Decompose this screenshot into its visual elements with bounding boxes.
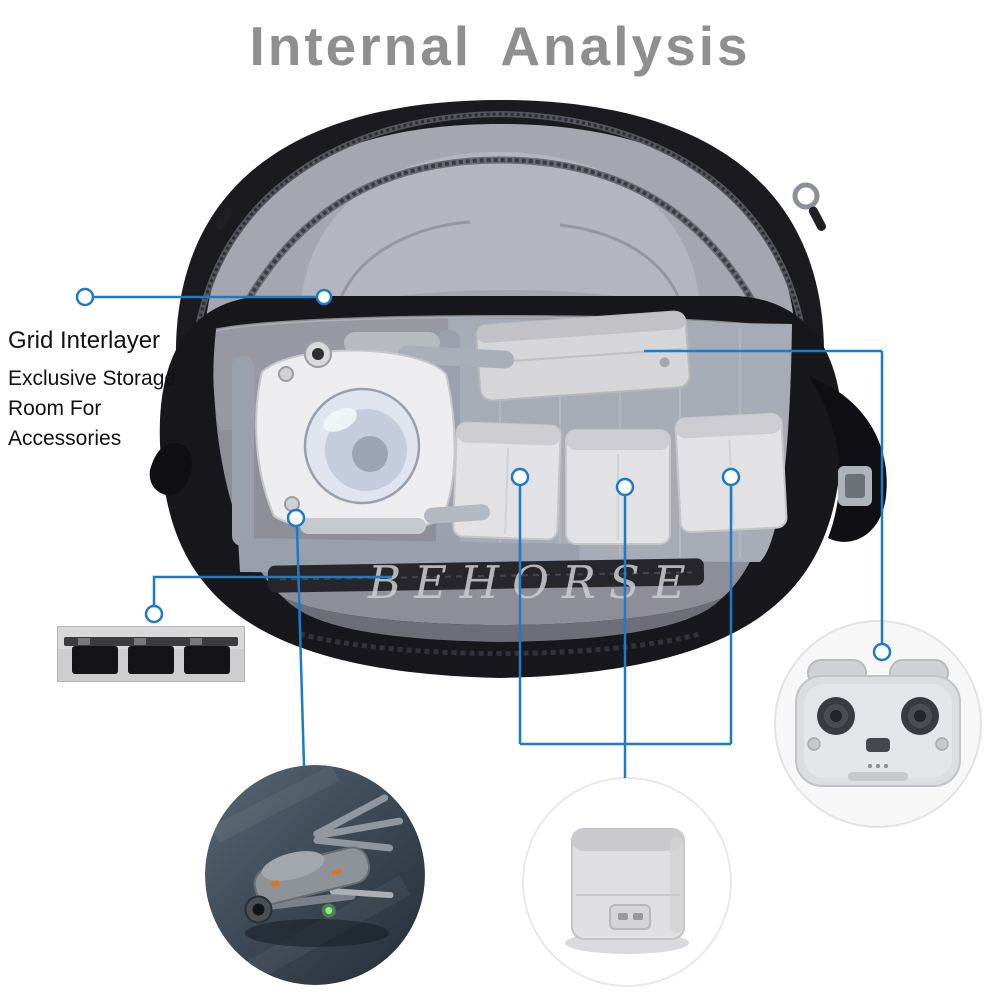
divider-photo — [58, 627, 244, 681]
divider-thumbnail — [57, 626, 245, 682]
grid-interlayer-label: Grid Interlayer Exclusive Storage Room F… — [8, 326, 176, 454]
drone-inset — [205, 765, 425, 985]
battery-1 — [452, 421, 562, 541]
controller-inset — [774, 620, 982, 828]
battery-inset — [522, 777, 732, 987]
camera-dome — [303, 387, 421, 505]
grid-interlayer-line-1: Exclusive Storage — [8, 367, 177, 390]
page-title: Internal Analysis — [249, 15, 751, 77]
battery-2 — [565, 429, 671, 545]
controller-photo — [774, 620, 982, 828]
battery-3 — [674, 412, 788, 534]
grid-interlayer-heading: Grid Interlayer — [8, 327, 161, 354]
grid-interlayer-line-2: Room For — [8, 397, 102, 420]
bag-contents — [232, 310, 792, 656]
charging-hub — [475, 310, 691, 402]
drone-photo — [205, 765, 425, 985]
watermark: BEHORSE — [368, 556, 699, 609]
grid-interlayer-line-3: Accessories — [8, 427, 122, 450]
zipper-pull — [216, 182, 827, 231]
battery-photo — [522, 777, 732, 987]
drone-in-bag — [255, 332, 514, 534]
